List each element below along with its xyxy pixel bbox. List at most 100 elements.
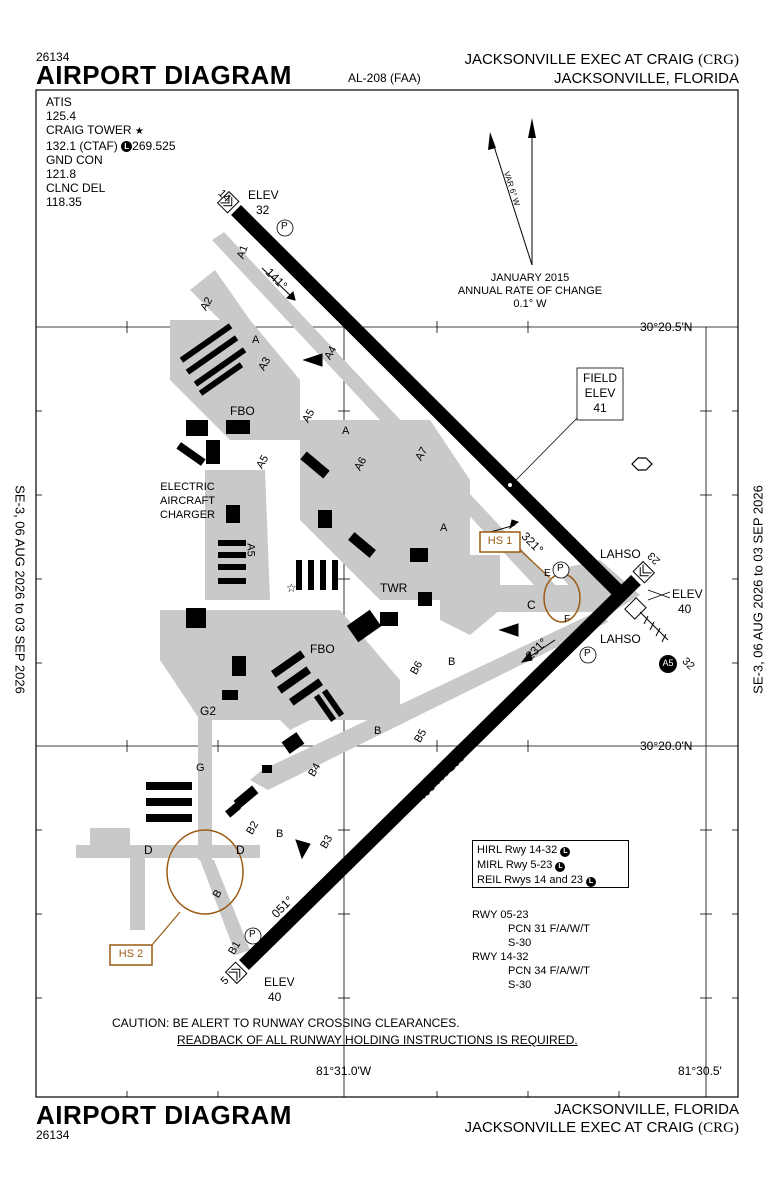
hotspot-1-leader bbox=[519, 549, 551, 579]
taxiway-d bbox=[76, 845, 260, 858]
building-charger bbox=[226, 505, 240, 523]
tee-hangar-south-1 bbox=[313, 693, 337, 723]
pcn-rwy-05-23-s: S-30 bbox=[508, 937, 532, 949]
pcn-rwy-14-32: RWY 14-32 bbox=[472, 951, 529, 963]
taxiway-a2-area bbox=[190, 270, 250, 330]
magnetic-rate-label: ANNUAL RATE OF CHANGE bbox=[457, 285, 603, 297]
tower-frequency-2: 269.525 bbox=[132, 139, 176, 153]
ground-label: GND CON bbox=[46, 153, 103, 167]
caution-line-1: CAUTION: BE ALERT TO RUNWAY CROSSING CLE… bbox=[112, 1016, 460, 1030]
taxiway-c bbox=[440, 585, 610, 612]
atis-frequency: 125.4 bbox=[46, 109, 77, 123]
l-badge-icon: L bbox=[586, 877, 597, 887]
l-badge-icon: L bbox=[121, 141, 133, 153]
lighting-reil-row: REIL Rwys 14 and 23 L bbox=[477, 873, 628, 888]
taxiway-g-label: G bbox=[196, 762, 205, 774]
a5-badge-label: A5 bbox=[662, 658, 674, 668]
taxiway-b-parallel bbox=[250, 610, 608, 790]
footer-city-state: JACKSONVILLE, FLORIDA bbox=[553, 1101, 739, 1118]
threshold-32 bbox=[624, 597, 647, 620]
hotspot-2-ring bbox=[166, 829, 244, 915]
fbo-building-north bbox=[186, 420, 208, 436]
building-north-3 bbox=[176, 442, 206, 466]
true-north-arrow-icon bbox=[528, 118, 536, 138]
elev-23-leader-2 bbox=[647, 591, 671, 601]
taxiway-b-label-2: B bbox=[374, 725, 382, 737]
field-elevation-label-2: ELEV bbox=[584, 386, 616, 400]
field-elevation-dot bbox=[508, 483, 512, 487]
threshold-14 bbox=[216, 190, 240, 214]
fbo-south-2 bbox=[380, 612, 398, 626]
field-elevation-text: FIELD ELEV 41 bbox=[577, 371, 623, 416]
approach-lights-32 bbox=[639, 611, 669, 643]
pcn-rwy-14-32-s: S-30 bbox=[508, 979, 532, 991]
taxiway-a-label-2: A bbox=[342, 425, 350, 437]
lighting-reil: REIL Rwys 14 and 23 bbox=[477, 874, 583, 886]
electric-charger-line-1: ELECTRIC bbox=[160, 481, 215, 493]
hangar-west-2 bbox=[218, 552, 246, 558]
pcn-rwy-05-23: RWY 05-23 bbox=[472, 909, 529, 921]
magnetic-north-arrow-icon bbox=[488, 132, 496, 150]
taxiway-a5-label-3: A5 bbox=[244, 543, 257, 557]
hotspot-2-leader bbox=[151, 911, 181, 946]
clearance-label: CLNC DEL bbox=[46, 181, 106, 195]
elev-23-label: ELEV bbox=[672, 587, 703, 601]
building-g2-south bbox=[222, 690, 238, 700]
hangar-row-1 bbox=[179, 323, 233, 363]
taxiway-a-label-1: A bbox=[252, 334, 260, 346]
atis-label: ATIS bbox=[46, 95, 72, 109]
taxiway-d-label-2: D bbox=[236, 843, 245, 857]
tee-hangar-2 bbox=[308, 560, 314, 590]
building-g2 bbox=[232, 656, 246, 676]
latitude-bottom: 30°20.0'N bbox=[640, 739, 693, 753]
elev-23-value: 40 bbox=[678, 602, 692, 616]
tee-hangar-south-2 bbox=[321, 688, 345, 718]
magnetic-north-line bbox=[491, 139, 533, 266]
tower-building bbox=[418, 592, 432, 606]
hangar-south-1 bbox=[270, 650, 306, 678]
threshold-5 bbox=[224, 961, 248, 985]
tower-label: CRAIG TOWER bbox=[46, 123, 132, 137]
main-hangar-3 bbox=[348, 532, 376, 558]
hangar-south-3 bbox=[288, 678, 324, 706]
hangar-row-2 bbox=[185, 335, 239, 375]
diagram-frame bbox=[35, 89, 739, 1098]
field-elevation-box bbox=[576, 367, 624, 421]
tower-frequency: 132.1 (CTAF) bbox=[46, 139, 118, 153]
magnetic-info: JANUARY 2015 ANNUAL RATE OF CHANGE 0.1° … bbox=[440, 272, 620, 311]
longitude-left: 81°31.0'W bbox=[316, 1064, 372, 1078]
faa-reference: AL-208 (FAA) bbox=[348, 71, 421, 85]
hangar-d-2 bbox=[146, 798, 192, 806]
procedure-number: 26134 bbox=[36, 50, 70, 64]
tower-label: TWR bbox=[380, 581, 408, 595]
building-b4-south bbox=[262, 765, 272, 773]
tee-hangar-4 bbox=[332, 560, 338, 590]
beacon-icon bbox=[631, 457, 653, 471]
elev-23-leader bbox=[647, 589, 671, 599]
north-apron bbox=[170, 320, 300, 440]
footer-airport-id: (CRG) bbox=[698, 1120, 739, 1136]
parking-markers bbox=[244, 219, 597, 945]
a5-badge-icon bbox=[659, 655, 677, 673]
taxiway-a-label-3: A bbox=[440, 522, 448, 534]
hotspot-1-label: HS 1 bbox=[487, 535, 513, 547]
l-badge-icon: L bbox=[560, 847, 571, 857]
fbo-south-1 bbox=[346, 609, 382, 643]
lahso-south: LAHSO bbox=[600, 632, 641, 646]
hangar-west-4 bbox=[218, 578, 246, 584]
electric-charger-line-2: AIRCRAFT bbox=[160, 495, 215, 507]
taxiway-c-label: C bbox=[527, 598, 536, 612]
pcn-block: RWY 05-23 PCN 31 F/A/W/T S-30 RWY 14-32 … bbox=[472, 908, 590, 992]
city-state-header: JACKSONVILLE, FLORIDA bbox=[553, 70, 739, 87]
magnetic-rate-value: 0.1° W bbox=[513, 298, 547, 310]
footer-airport-name-row: JACKSONVILLE EXEC AT CRAIG (CRG) bbox=[464, 1119, 739, 1137]
windcone-icons bbox=[295, 353, 519, 860]
parking-label-3: P bbox=[584, 648, 591, 659]
lahso-north: LAHSO bbox=[600, 547, 641, 561]
hotspot-2-box bbox=[109, 944, 153, 966]
footer-airport-name: JACKSONVILLE EXEC AT CRAIG bbox=[464, 1119, 694, 1136]
field-elevation-label-1: FIELD bbox=[582, 371, 617, 385]
tower-star-icon: ★ bbox=[134, 126, 144, 137]
ground-frequency: 121.8 bbox=[46, 167, 77, 181]
